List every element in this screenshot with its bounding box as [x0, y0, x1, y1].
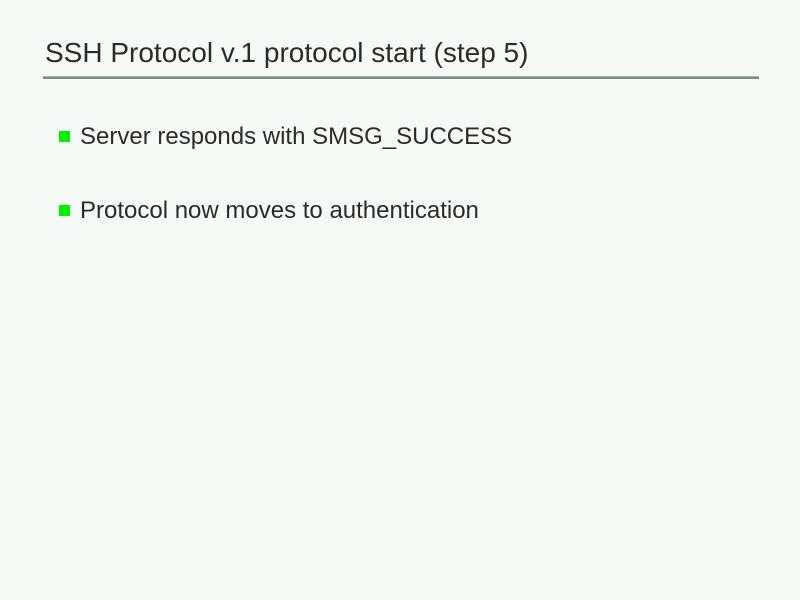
- list-item-label: Protocol now moves to authentication: [80, 197, 479, 224]
- slide-title-block: SSH Protocol v.1 protocol start (step 5): [43, 36, 759, 79]
- green-square-bullet-icon: [59, 205, 70, 216]
- list-item: Protocol now moves to authentication: [59, 196, 759, 226]
- title-divider: [43, 76, 759, 79]
- green-square-bullet-icon: [59, 131, 70, 142]
- bullet-list: Server responds with SMSG_SUCCESS Protoc…: [59, 122, 759, 270]
- list-item-label: Server responds with SMSG_SUCCESS: [80, 123, 513, 150]
- list-item: Server responds with SMSG_SUCCESS: [59, 122, 759, 152]
- page-title: SSH Protocol v.1 protocol start (step 5): [45, 37, 529, 68]
